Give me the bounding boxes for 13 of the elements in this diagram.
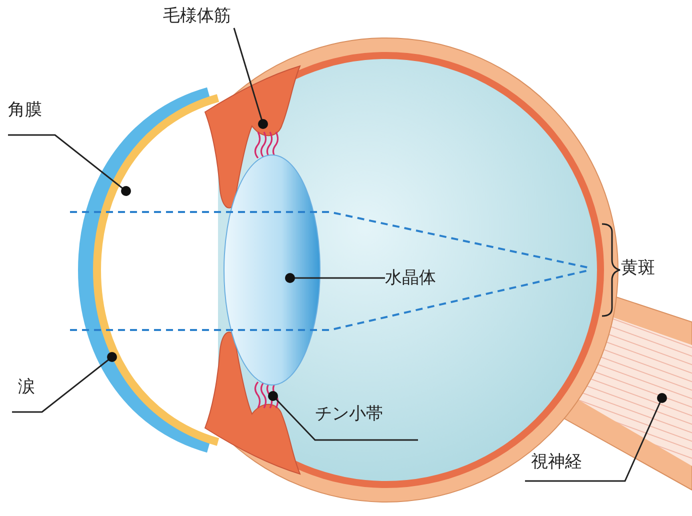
part-label: 毛様体筋 (163, 5, 231, 28)
leader-line (8, 134, 131, 196)
part-label: 黄斑 (621, 257, 655, 280)
part-label: チン小帯 (315, 403, 383, 426)
part-label: 角膜 (8, 99, 42, 122)
leader-line (525, 393, 667, 482)
leader-line (233, 28, 268, 129)
leader-line (268, 391, 418, 441)
part-label: 涙 (18, 376, 35, 399)
leader-line (285, 273, 385, 283)
part-label: 水晶体 (385, 267, 436, 290)
leader-line (12, 352, 117, 413)
part-label: 視神経 (531, 451, 582, 474)
